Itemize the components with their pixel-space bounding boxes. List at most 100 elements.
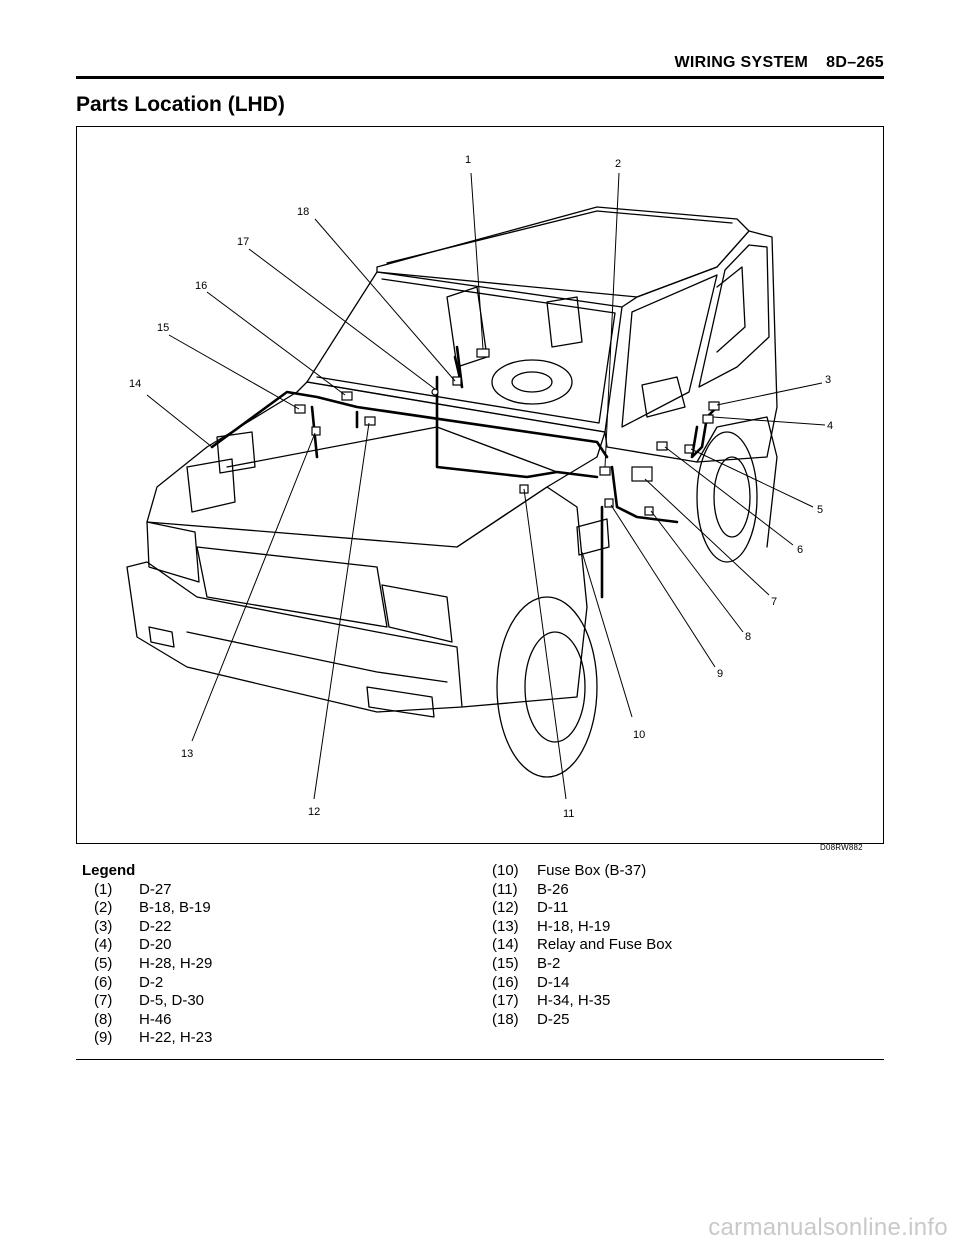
connector-8 (644, 506, 654, 516)
legend-text: D-14 (537, 973, 570, 991)
figure-code: D08RW882 (820, 843, 863, 852)
legend-num: (2) (94, 899, 113, 917)
side-window-rear-2 (716, 266, 746, 353)
relay-fuse-box (186, 458, 236, 513)
callout-3: 3 (825, 374, 831, 386)
callout-6: 6 (797, 544, 803, 556)
callout-13: 13 (181, 748, 193, 760)
legend-item: (9) H-22, H-23 (82, 1029, 462, 1048)
section-name: WIRING SYSTEM (674, 54, 809, 71)
legend-num: (5) (94, 954, 113, 972)
vehicle-illustration: 1 2 3 4 5 6 7 8 9 10 11 12 13 14 15 16 1… (126, 154, 833, 820)
connector-15 (294, 404, 306, 414)
legend-text: Fuse Box (B-37) (537, 862, 647, 879)
leader-8 (650, 510, 744, 633)
leader-17 (248, 248, 436, 390)
parts-location-figure: 1 2 3 4 5 6 7 8 9 10 11 12 13 14 15 16 1… (76, 126, 884, 844)
roof-rail (386, 210, 733, 264)
connector-6 (656, 441, 668, 451)
legend-item: (1)D-27 (82, 881, 462, 900)
legend-item: (13)H-18, H-19 (492, 918, 872, 937)
callout-14: 14 (129, 378, 141, 390)
legend-text: H-22, H-23 (139, 1029, 213, 1047)
page-title: Parts Location (LHD) (76, 93, 285, 116)
connector-4 (702, 414, 714, 424)
legend-text: D-22 (139, 917, 172, 935)
grille (196, 546, 388, 628)
legend-item: (11) B-26 (492, 881, 872, 900)
legend-item: (12) D-11 (492, 899, 872, 918)
callout-2: 2 (615, 158, 621, 170)
rear-fender (696, 416, 778, 548)
legend-item: (8) H-46 (82, 1011, 462, 1030)
legend-item: (3) D-22 (82, 918, 462, 937)
legend-item: (10)Fuse Box (B-37) (492, 862, 872, 881)
legend-item: (6) D-2 (82, 974, 462, 993)
legend-text: D-20 (139, 936, 172, 954)
callout-17: 17 (237, 236, 249, 248)
legend-text: D-11 (537, 899, 569, 917)
side-window-front (621, 274, 718, 428)
front-wheel (496, 596, 598, 778)
connector-13 (311, 426, 321, 436)
connector-17 (431, 388, 439, 396)
rear-wheel (696, 431, 758, 563)
headlight-right (381, 584, 453, 643)
callout-11: 11 (563, 808, 574, 820)
legend-text: D-25 (537, 1010, 570, 1028)
callout-18: 18 (297, 206, 309, 218)
harness-rear (690, 405, 719, 459)
legend-num: (14) (492, 936, 519, 954)
footer-divider (76, 1059, 884, 1060)
leader-2 (604, 172, 620, 468)
callout-10: 10 (633, 729, 645, 741)
legend-num: (6) (94, 973, 113, 991)
leader-3 (716, 382, 823, 406)
legend-num: (18) (492, 1010, 519, 1028)
legend-num: (7) (94, 992, 113, 1010)
callout-16: 16 (195, 280, 207, 292)
legend-num: (9) (94, 1029, 113, 1047)
leader-4 (712, 416, 826, 426)
legend-text: B-2 (537, 954, 561, 972)
legend-text: D-2 (139, 973, 164, 991)
connector-9 (604, 498, 614, 508)
legend-item: (5) H-28, H-29 (82, 955, 462, 974)
legend-item: (16)D-14 (492, 974, 872, 993)
leader-6 (664, 446, 794, 546)
legend-text: H-34, H-35 (537, 992, 611, 1010)
legend-item: (18) D-25 (492, 1011, 872, 1030)
legend-num: (13) (492, 917, 519, 935)
side-window-rear (698, 244, 770, 388)
callout-15: 15 (157, 322, 169, 334)
legend-text: B-26 (537, 880, 569, 898)
legend-item: (7) D-5, D-30 (82, 992, 462, 1011)
harness-main (210, 390, 609, 459)
side-body (604, 230, 778, 463)
legend-text: H-46 (139, 1010, 172, 1028)
legend-num: (11) (492, 880, 518, 898)
legend-text: D-5, D-30 (139, 992, 205, 1010)
leader-1 (470, 172, 484, 350)
legend-text: H-28, H-29 (139, 954, 213, 972)
legend-num: (3) (94, 917, 113, 935)
legend-item: (2)B-18, B-19 (82, 899, 462, 918)
legend-num: (12) (492, 899, 519, 917)
steering-wheel (491, 359, 573, 405)
connector-1 (476, 348, 490, 358)
callout-12: 12 (308, 806, 320, 818)
leader-5 (690, 448, 814, 508)
connector-16 (341, 391, 353, 401)
legend-num: (17) (492, 992, 519, 1010)
leader-14 (146, 394, 213, 448)
callout-9: 9 (717, 668, 723, 680)
leader-16 (206, 291, 346, 396)
watermark: carmanualsonline.info (708, 1214, 948, 1241)
hood (146, 381, 606, 548)
connector-2 (599, 466, 611, 476)
legend-num: (8) (94, 1010, 113, 1028)
legend-left: Legend (1)D-27 (2)B-18, B-19 (3)D-22 (4)… (82, 862, 462, 1048)
leader-9 (610, 504, 716, 668)
